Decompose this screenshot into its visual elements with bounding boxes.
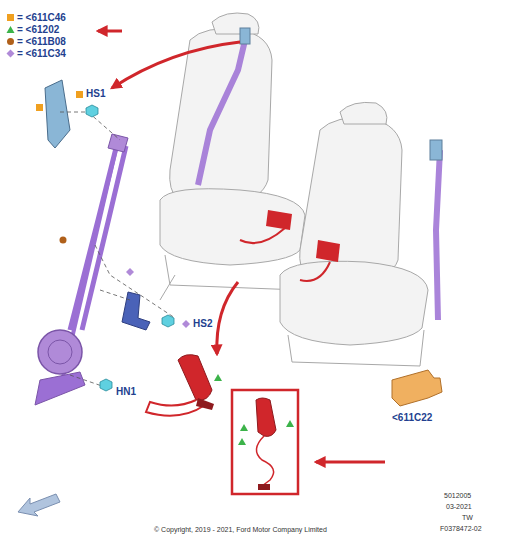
note-text: F0378472-02: [440, 525, 482, 533]
legend-row: = <611B08: [6, 36, 66, 47]
legend-row: = <61202: [6, 24, 59, 35]
right-seat: [280, 102, 428, 366]
legend-symbol: [6, 49, 15, 58]
legend-symbol: [6, 13, 15, 22]
legend-symbol: [6, 25, 15, 34]
callout-label: HN1: [116, 386, 136, 397]
legend-row: = <611C34: [6, 48, 66, 59]
callout-label: HS2: [193, 318, 212, 329]
legend-text: = <61202: [17, 24, 59, 35]
note-text: 03-2021: [446, 503, 472, 511]
legend-symbol: [6, 37, 15, 46]
legend-row: = <611C46: [6, 12, 66, 23]
legend-text: = <611B08: [17, 36, 66, 47]
note-text: 5012005: [444, 492, 471, 500]
legend-text: = <611C46: [17, 12, 66, 23]
note-text: © Copyright, 2019 - 2021, Ford Motor Com…: [154, 526, 327, 534]
belt-assembly: [35, 80, 150, 405]
legend-text: = <611C34: [17, 48, 66, 59]
callout-label: HS1: [86, 88, 105, 99]
callout-label: <611C22: [392, 412, 432, 423]
note-text: TW: [462, 514, 473, 522]
